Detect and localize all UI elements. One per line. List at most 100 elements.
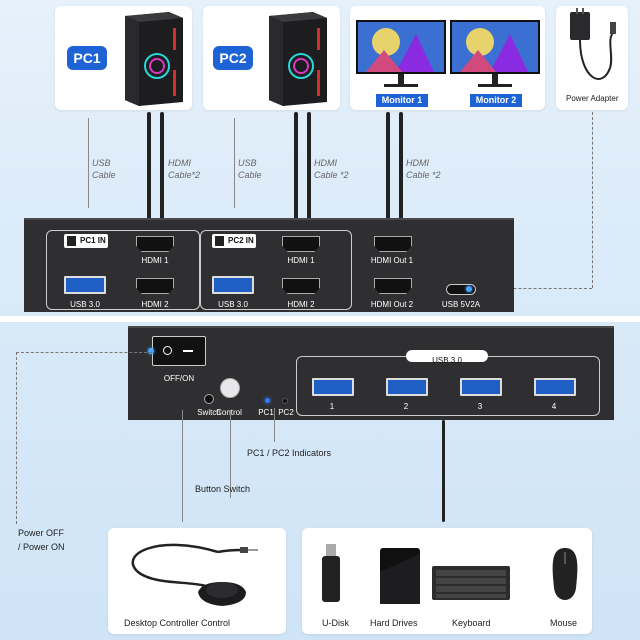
power-switch-dot bbox=[148, 348, 154, 354]
pc2-in-badge: PC2 IN bbox=[212, 234, 256, 248]
pc1-in-badge: PC1 IN bbox=[64, 234, 108, 248]
desktop-controller-card: Desktop Controller Control bbox=[108, 528, 286, 634]
power-callout-h bbox=[16, 352, 152, 353]
hdmi2-pc1-port bbox=[136, 278, 174, 294]
pc2-in-label: PC2 IN bbox=[228, 236, 254, 245]
back-panel: PC1 IN PC2 IN HDMI 1 USB 3.0 HDMI 2 HDMI… bbox=[24, 218, 514, 312]
pc1-usb-cable bbox=[88, 118, 89, 208]
power-adapter-label: Power Adapter bbox=[566, 94, 619, 103]
pc1-tower-icon bbox=[125, 12, 183, 106]
devices-card: U-Disk Hard Drives Keyboard Mouse bbox=[302, 528, 592, 634]
indicator-callout bbox=[274, 408, 275, 442]
monitors-card: Monitor 1 Monitor 2 bbox=[350, 6, 545, 110]
front-panel: OFF/ON Switch Control PC1 PC2 USB 3.0 1 … bbox=[128, 326, 614, 420]
pc2-usb-cable bbox=[234, 118, 235, 208]
usb-port-2 bbox=[386, 378, 428, 396]
keyboard-label: Keyboard bbox=[452, 618, 491, 628]
pc-port-icon bbox=[215, 236, 224, 246]
desktop-controller-label: Desktop Controller Control bbox=[124, 618, 231, 628]
pc-port-icon bbox=[67, 236, 76, 246]
hdmi1-pc2-port bbox=[282, 236, 320, 252]
label-line: Power OFF bbox=[18, 528, 65, 538]
usb-port-3-label: 3 bbox=[477, 402, 483, 411]
pc2-port-group bbox=[200, 230, 352, 310]
pc2-led bbox=[282, 398, 288, 404]
hdmi2-pc2-label: HDMI 2 bbox=[287, 300, 315, 309]
usb-5v2a-label: USB 5V2A bbox=[441, 300, 481, 309]
pc1-hdmi-cable-label: HDMI Cable*2 bbox=[168, 157, 200, 181]
pc2-tower-icon bbox=[269, 12, 327, 106]
monitor-hdmi-cable-label: HDMI Cable *2 bbox=[406, 157, 441, 181]
label-line: HDMI bbox=[406, 158, 429, 168]
pc2-card: PC2 bbox=[203, 6, 340, 110]
pc1-led bbox=[265, 398, 270, 403]
mouse-label: Mouse bbox=[550, 618, 578, 628]
pc2-usb-cable-label: USB Cable bbox=[238, 157, 262, 181]
label-line: USB bbox=[238, 158, 257, 168]
mouse-icon bbox=[552, 548, 578, 600]
pc2-hdmi-cable-label: HDMI Cable *2 bbox=[314, 157, 349, 181]
power-switch[interactable] bbox=[152, 336, 206, 366]
label-line: HDMI bbox=[168, 158, 191, 168]
pc2-hdmi-cable-a bbox=[294, 112, 298, 220]
hard-drives-label: Hard Drives bbox=[370, 618, 418, 628]
usb-port-4 bbox=[534, 378, 576, 396]
hdmi2-pc2-port bbox=[282, 278, 320, 294]
usb30-pc1-label: USB 3.0 bbox=[70, 300, 100, 309]
hdmi2-pc1-label: HDMI 2 bbox=[141, 300, 169, 309]
power-callout-v bbox=[16, 352, 17, 524]
hdmi-out2-port bbox=[374, 278, 412, 294]
monitor2-icon bbox=[450, 20, 540, 87]
button-switch-callout bbox=[230, 410, 231, 498]
monitor1-label: Monitor 1 bbox=[376, 94, 428, 107]
power-port-dot bbox=[466, 286, 472, 292]
button-switch-label: Button Switch bbox=[195, 484, 251, 494]
monitor1-icon bbox=[356, 20, 446, 87]
label-line: Cable *2 bbox=[406, 170, 441, 180]
usb-port-4-label: 4 bbox=[551, 402, 557, 411]
usb-port-1 bbox=[312, 378, 354, 396]
hdmi-out2-label: HDMI Out 2 bbox=[370, 300, 414, 309]
label-line: / Power ON bbox=[18, 542, 65, 552]
power-off-on-label: Power OFF / Power ON bbox=[18, 528, 65, 552]
usb30-hub-title: USB 3.0 bbox=[406, 350, 488, 365]
pc2-indicator-label: PC2 bbox=[278, 408, 294, 417]
usb30-pc1-port bbox=[64, 276, 106, 294]
pc1-badge: PC1 bbox=[67, 46, 107, 70]
switch-on-icon bbox=[183, 350, 193, 352]
monitor-hdmi-cable-a bbox=[386, 112, 390, 220]
label-line: Cable bbox=[238, 170, 262, 180]
usb30-pc2-port bbox=[212, 276, 254, 294]
pc1-indicator-label: PC1 bbox=[258, 408, 274, 417]
usb-c-power-port bbox=[446, 284, 476, 295]
pc1-card: PC1 bbox=[55, 6, 192, 110]
label-line: HDMI bbox=[314, 158, 337, 168]
u-disk-icon bbox=[322, 544, 340, 602]
indicators-callout-label: PC1 / PC2 Indicators bbox=[247, 448, 332, 458]
usb30-hub-label: USB 3.0 bbox=[432, 356, 462, 365]
keyboard-icon bbox=[432, 566, 510, 600]
control-label: Control bbox=[216, 408, 242, 417]
pc1-hdmi-cable-a bbox=[147, 112, 151, 220]
pc1-in-label: PC1 IN bbox=[80, 236, 106, 245]
label-line: Cable*2 bbox=[168, 170, 201, 180]
label-line: Cable *2 bbox=[314, 170, 349, 180]
usb30-pc2-label: USB 3.0 bbox=[218, 300, 248, 309]
switch-callout bbox=[182, 410, 183, 522]
hdmi1-pc2-label: HDMI 1 bbox=[287, 256, 315, 265]
switch-label: Switch bbox=[197, 408, 221, 417]
usb-port-3 bbox=[460, 378, 502, 396]
label-line: USB bbox=[92, 158, 111, 168]
monitor2-label: Monitor 2 bbox=[470, 94, 522, 107]
pc1-usb-cable-label: USB Cable bbox=[92, 157, 116, 181]
control-button[interactable] bbox=[220, 378, 240, 398]
switch-off-icon bbox=[163, 346, 172, 355]
usb-port-1-label: 1 bbox=[329, 402, 335, 411]
hdmi-out1-label: HDMI Out 1 bbox=[370, 256, 414, 265]
pc2-hdmi-cable-b bbox=[307, 112, 311, 220]
label-line: Cable bbox=[92, 170, 116, 180]
pc1-hdmi-cable-b bbox=[160, 112, 164, 220]
pc2-badge: PC2 bbox=[213, 46, 253, 70]
hdmi-out1-port bbox=[374, 236, 412, 252]
hdmi1-pc1-port bbox=[136, 236, 174, 252]
